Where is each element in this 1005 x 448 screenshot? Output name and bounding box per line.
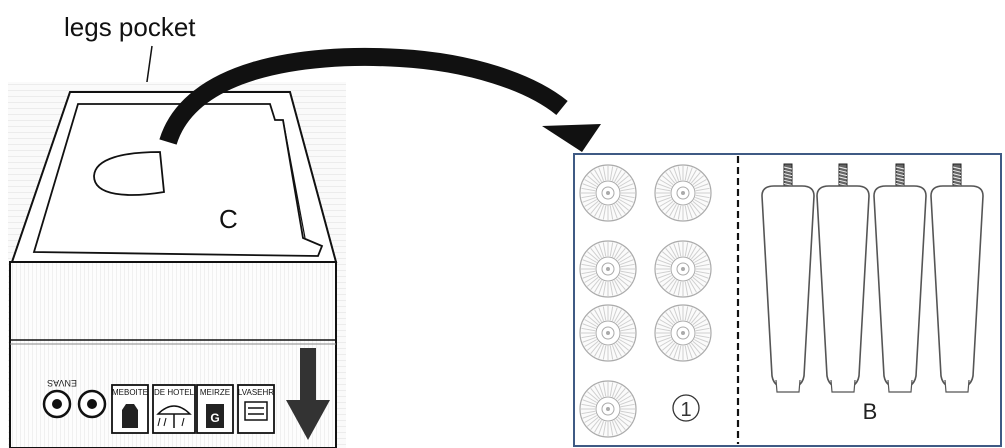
compartment-label: C <box>219 204 238 234</box>
transfer-arrow <box>159 47 601 152</box>
bag-icon <box>122 404 138 428</box>
flag-icons: ENVAS <box>42 378 107 419</box>
furniture-leg <box>873 163 927 393</box>
symbol-caption: LVASEHR <box>238 388 274 397</box>
inner-board <box>32 103 324 257</box>
symbol-caption: MEBOITE <box>112 388 148 397</box>
symbol-caption: DE HOTEL <box>154 388 195 397</box>
furniture-leg <box>930 163 984 393</box>
part-number-label: 1 <box>680 399 691 421</box>
glide-pad-icon <box>579 380 637 438</box>
glide-group <box>579 164 712 438</box>
legs-pocket <box>93 151 165 196</box>
glide-pad-icon <box>654 164 712 222</box>
glide-pad-icon <box>579 240 637 298</box>
leg-bolt <box>952 163 962 187</box>
glide-pad-icon <box>654 240 712 298</box>
glide-pad-icon <box>579 304 637 362</box>
parts-tray: 1 B <box>573 153 1002 447</box>
part-b-label: B <box>863 399 878 424</box>
down-arrow-icon <box>286 348 330 440</box>
list-icon <box>244 401 268 421</box>
legs-pocket-label: legs pocket <box>64 12 196 42</box>
umbrella-icon <box>156 405 192 428</box>
part-marker: 1 <box>672 394 700 422</box>
svg-text:G: G <box>210 411 219 425</box>
leg-bolt <box>895 163 905 187</box>
leg-bolt <box>783 163 793 187</box>
glide-pad-icon <box>654 304 712 362</box>
glide-pad-icon <box>579 164 637 222</box>
handling-symbols: MEBOITE DE HOTEL MEIRZE G LVASEHR <box>111 384 275 434</box>
flag-text: ENVAS <box>47 378 77 388</box>
furniture-leg <box>816 163 870 393</box>
transfer-arrow-shaft <box>159 47 568 146</box>
transfer-arrow-head <box>542 124 601 152</box>
leg-bolt <box>838 163 848 187</box>
furniture-leg <box>761 163 815 393</box>
leg-group <box>761 163 984 393</box>
phone-icon <box>206 404 224 428</box>
symbol-caption: MEIRZE <box>200 388 230 397</box>
